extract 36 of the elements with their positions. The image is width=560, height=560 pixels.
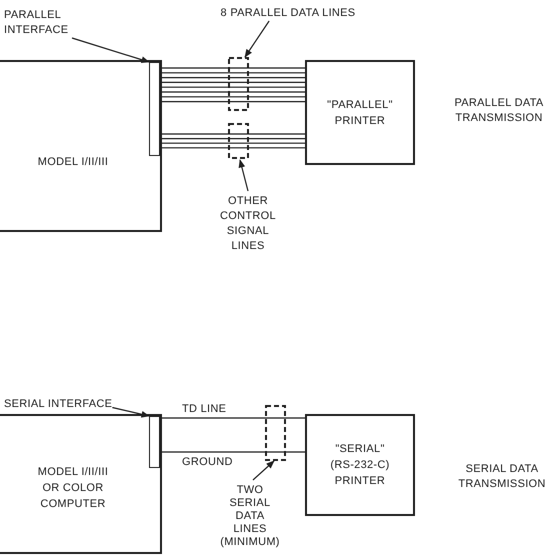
printer-box: "PARALLEL" PRINTER [305, 60, 415, 165]
callout-text: 8 PARALLEL DATA LINES [220, 6, 356, 21]
section-caption: SERIAL DATA TRANSMISSION [457, 462, 547, 492]
callout-text: TWO SERIAL DATA LINES (MINIMUM) [220, 484, 280, 549]
signal-wire [160, 77, 305, 78]
callout-text: OTHER CONTROL SIGNAL LINES [220, 194, 276, 254]
printer-box: "SERIAL" (RS-232-C) PRINTER [305, 414, 415, 516]
leader-arrow [252, 460, 275, 480]
signal-wire [160, 133, 305, 135]
computer-box [0, 414, 162, 554]
interface-strip [149, 416, 160, 468]
computer-label: MODEL I/II/III [36, 155, 110, 170]
leader-arrow [72, 37, 150, 63]
leader-arrow [112, 406, 150, 418]
computer-box [0, 60, 162, 232]
interface-strip [149, 62, 160, 156]
signal-wire [160, 417, 305, 419]
leader-arrow [238, 159, 249, 192]
signal-wire [160, 96, 305, 98]
signal-wire [160, 451, 305, 453]
signal-wire [160, 72, 305, 74]
leader-arrow [244, 20, 270, 58]
signal-wire [160, 147, 305, 148]
signal-wire [160, 86, 305, 88]
signal-wire [160, 138, 305, 140]
callout-text: PARALLEL INTERFACE [4, 8, 84, 38]
computer-label: MODEL I/II/III OR COLOR COMPUTER [36, 465, 110, 512]
signal-wire [160, 91, 305, 93]
edge-label: GROUND [182, 455, 233, 469]
signal-wire [160, 101, 305, 102]
section-caption: PARALLEL DATA TRANSMISSION [453, 96, 545, 126]
edge-label: TD LINE [182, 402, 226, 416]
signal-wire [160, 82, 305, 83]
signal-wire [160, 142, 305, 144]
callout-text: SERIAL INTERFACE [4, 397, 112, 412]
signal-wire [160, 67, 305, 69]
